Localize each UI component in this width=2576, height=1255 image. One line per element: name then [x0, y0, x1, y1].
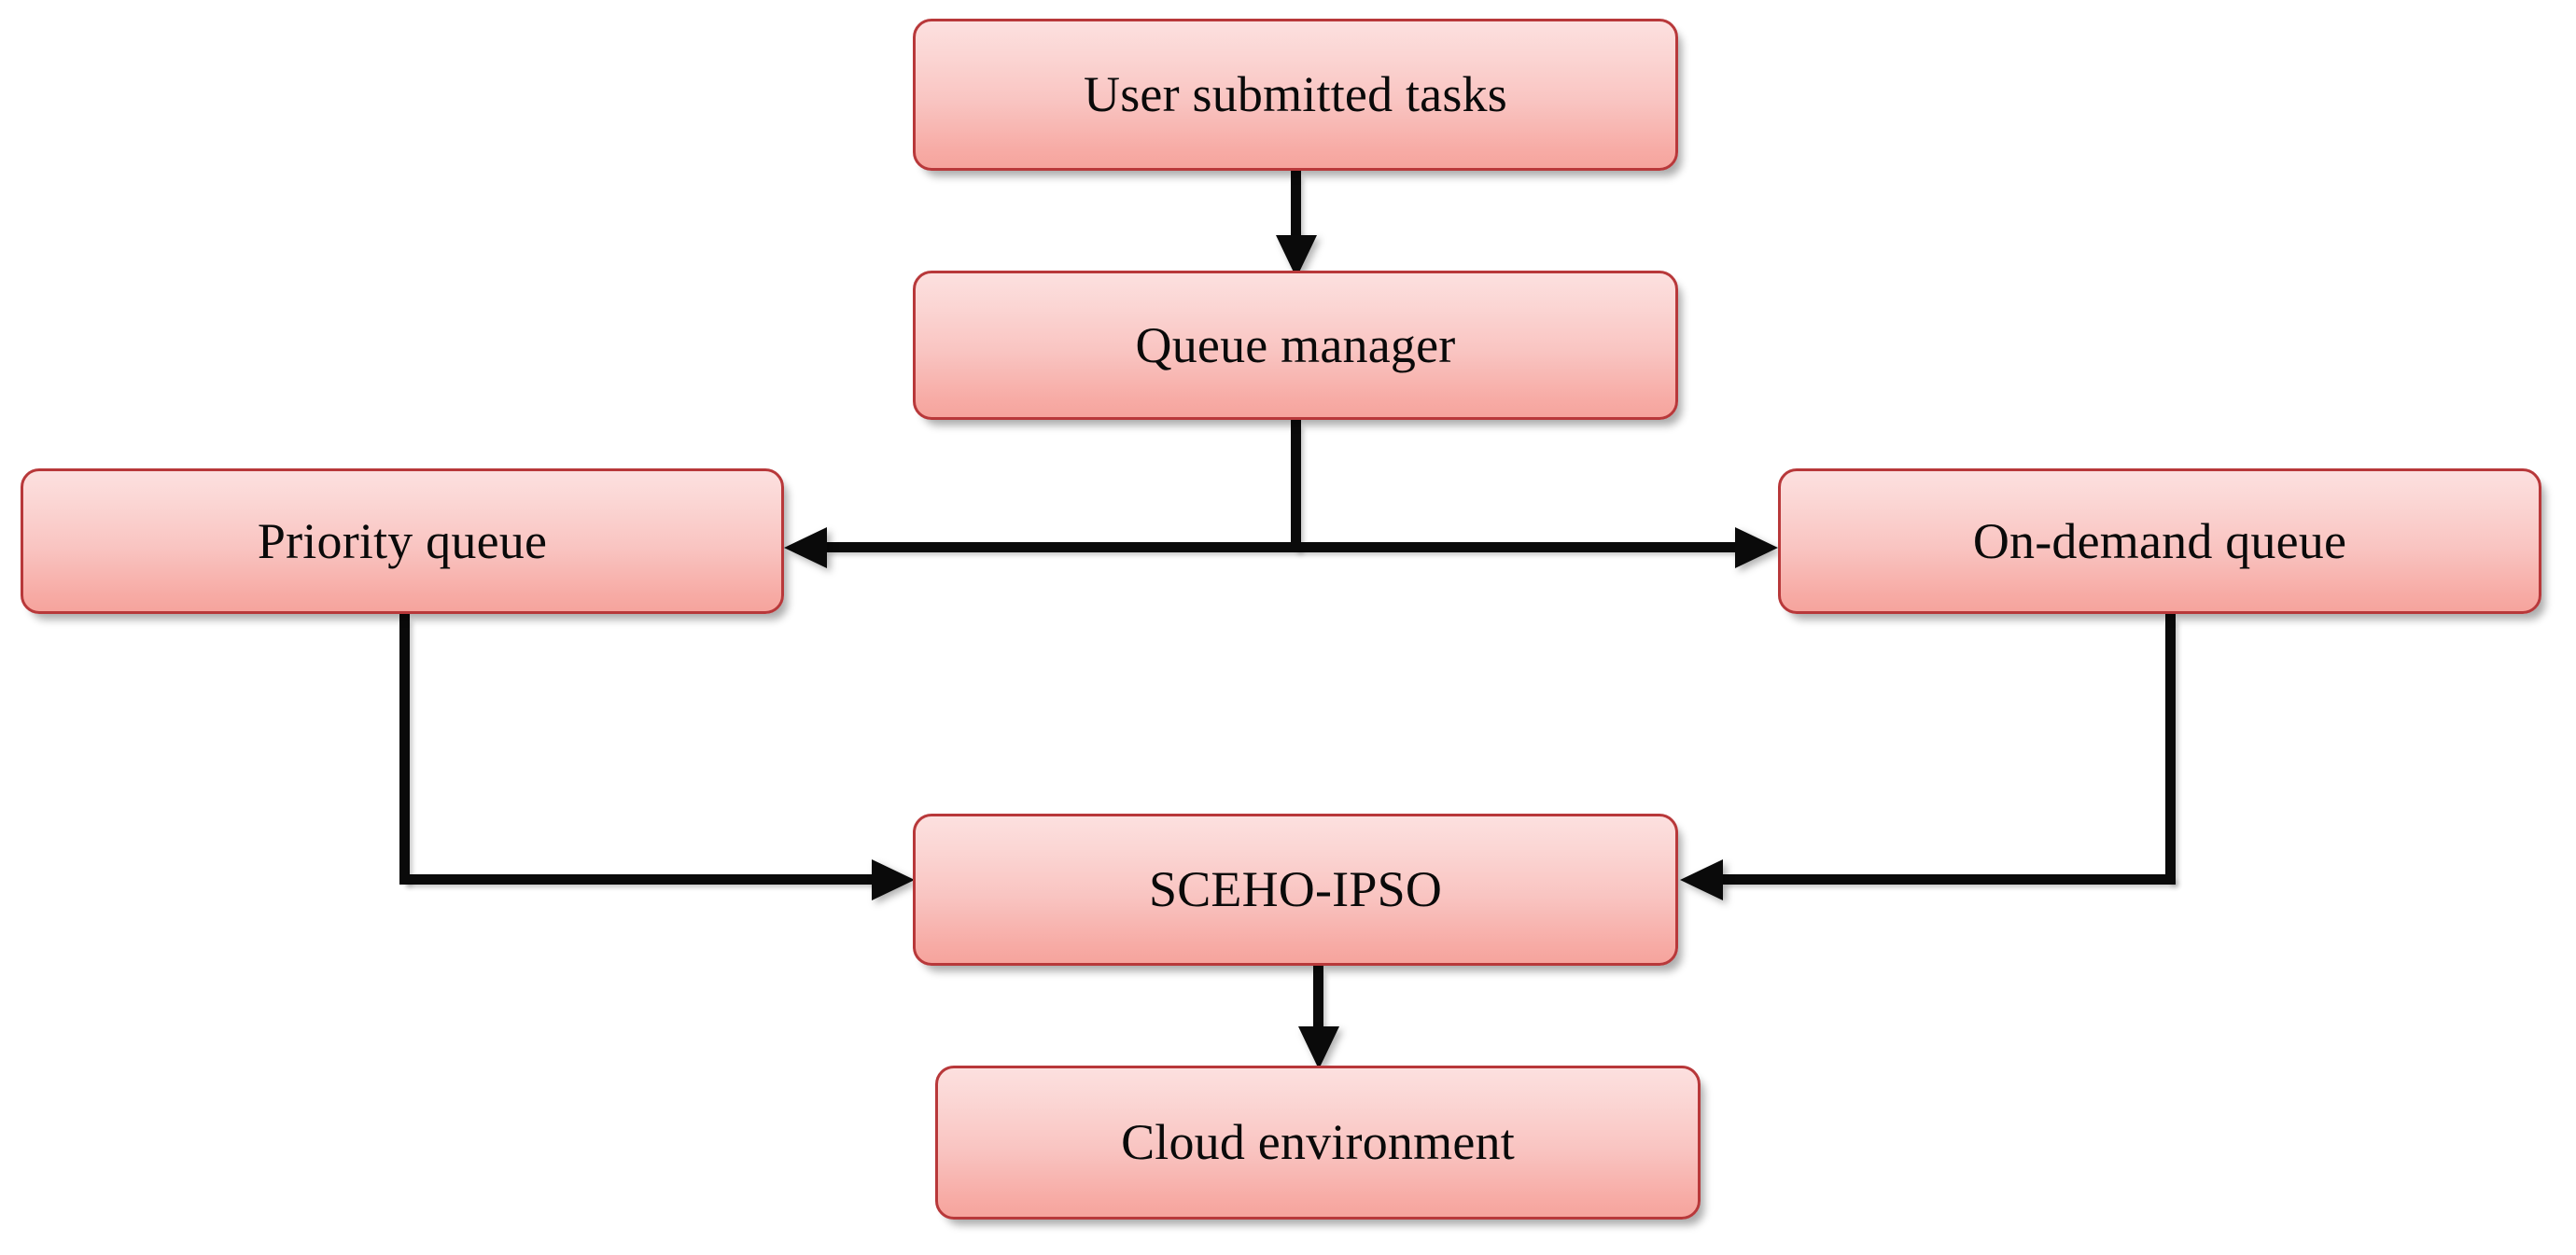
edge-manager-to-priority-queue-arrowhead	[784, 527, 827, 568]
edge-sceho-to-cloud-line	[1313, 966, 1323, 1035]
edge-on-demand-to-sceho-vertical	[2165, 614, 2176, 885]
edge-priority-to-sceho-arrowhead	[872, 859, 915, 900]
node-queue-manager-label: Queue manager	[1135, 316, 1456, 373]
node-user-submitted-tasks[interactable]: User submitted tasks	[913, 19, 1678, 171]
node-on-demand-queue-label: On-demand queue	[1972, 512, 2347, 569]
node-priority-queue[interactable]: Priority queue	[21, 468, 784, 614]
node-cloud-environment-label: Cloud environment	[1121, 1114, 1515, 1171]
edge-sceho-to-cloud-arrowhead	[1298, 1026, 1339, 1069]
edge-manager-to-on-demand-queue-arrowhead	[1735, 527, 1778, 568]
edge-on-demand-to-sceho-horizontal	[1717, 874, 2176, 885]
edge-manager-split-stem	[1291, 420, 1301, 552]
node-queue-manager[interactable]: Queue manager	[913, 271, 1678, 420]
node-user-submitted-tasks-label: User submitted tasks	[1084, 66, 1507, 123]
node-priority-queue-label: Priority queue	[257, 512, 548, 569]
edge-priority-to-sceho-horizontal	[399, 874, 877, 885]
node-on-demand-queue[interactable]: On-demand queue	[1778, 468, 2541, 614]
edge-priority-to-sceho-vertical	[399, 614, 410, 885]
node-cloud-environment[interactable]: Cloud environment	[935, 1066, 1701, 1220]
node-sceho-ipso-label: SCEHO-IPSO	[1148, 861, 1443, 918]
edge-on-demand-to-sceho-arrowhead	[1680, 859, 1723, 900]
node-sceho-ipso[interactable]: SCEHO-IPSO	[913, 814, 1678, 966]
edge-tasks-to-manager-line	[1291, 171, 1301, 242]
edge-manager-split-bus	[821, 542, 1755, 552]
